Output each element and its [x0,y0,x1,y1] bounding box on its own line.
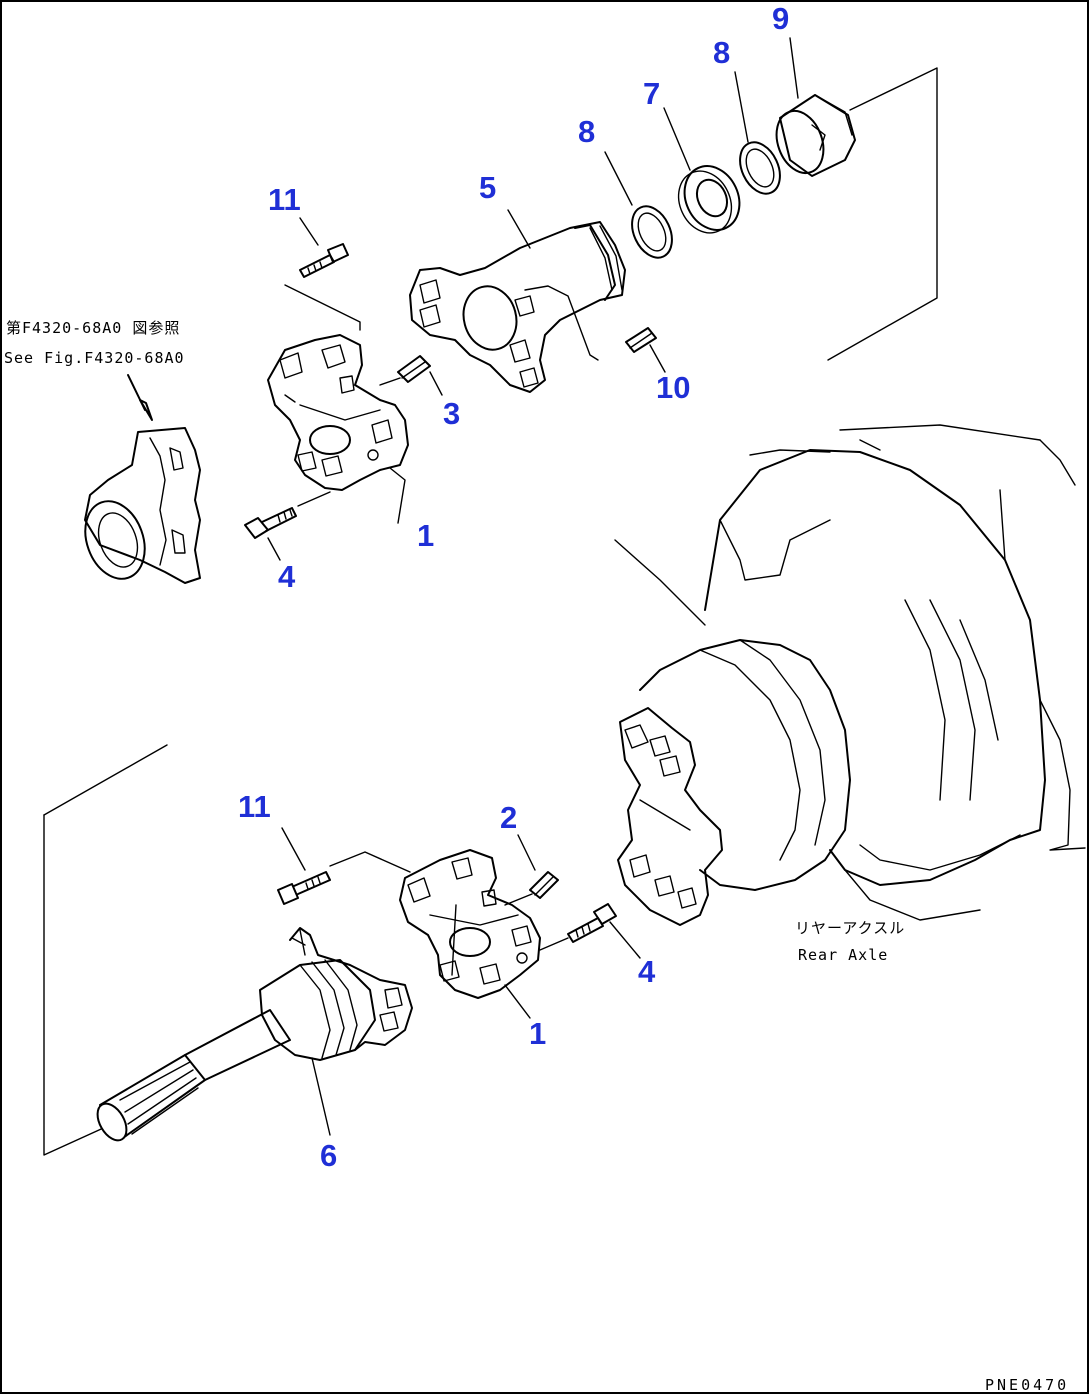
bolt-11-lower [277,851,411,905]
callout-8-left: 8 [578,114,595,149]
callout-8-right: 8 [713,35,730,70]
callout-11-upper: 11 [268,182,301,217]
drive-shaft-6 [96,927,413,1142]
slip-yoke-5 [409,221,626,393]
axle-label-en: Rear Axle [798,946,888,964]
snap-ring-8a [631,205,673,259]
upper-spider-1 [267,334,409,491]
callout-numbers: 11 3 1 4 5 8 7 8 9 10 11 2 4 1 6 [238,1,789,1173]
rear-axle-housing [614,424,1086,926]
upper-group-frame [827,67,938,361]
bolt-4-upper [244,491,331,539]
callout-10: 10 [656,370,690,405]
reference-note-en: See Fig.F4320-68A0 [4,349,185,367]
snap-ring-8b [739,141,781,195]
seal-7 [677,165,741,234]
lower-group-frame [43,744,168,1156]
callout-5: 5 [479,170,496,205]
grease-fitting-2 [504,871,559,906]
callout-1-lower: 1 [529,1016,546,1051]
callout-4-lower: 4 [638,954,656,989]
callout-7: 7 [643,76,660,111]
reference-note-jp: 第F4320-68A0 図参照 [6,319,180,337]
cap-9 [775,94,856,177]
bolt-11-upper [284,243,361,331]
drawing-code: PNE0470 [985,1376,1069,1394]
grease-fitting-10 [625,327,657,353]
axle-label-jp: リヤーアクスル [795,919,905,937]
lower-spider-1 [399,849,541,999]
callout-2: 2 [500,800,517,835]
callout-9: 9 [772,1,789,36]
callout-4-upper: 4 [278,559,296,594]
callout-11-lower: 11 [238,789,271,824]
referenced-yoke [84,374,201,584]
leader-lines [267,37,799,1136]
drawing-notes: 第F4320-68A0 図参照 See Fig.F4320-68A0 リヤーアク… [4,319,1069,1394]
grease-fitting-3 [379,355,431,386]
bolt-4-lower [539,903,617,951]
callout-6: 6 [320,1138,337,1173]
callout-3: 3 [443,396,460,431]
callout-1-upper: 1 [417,518,434,553]
